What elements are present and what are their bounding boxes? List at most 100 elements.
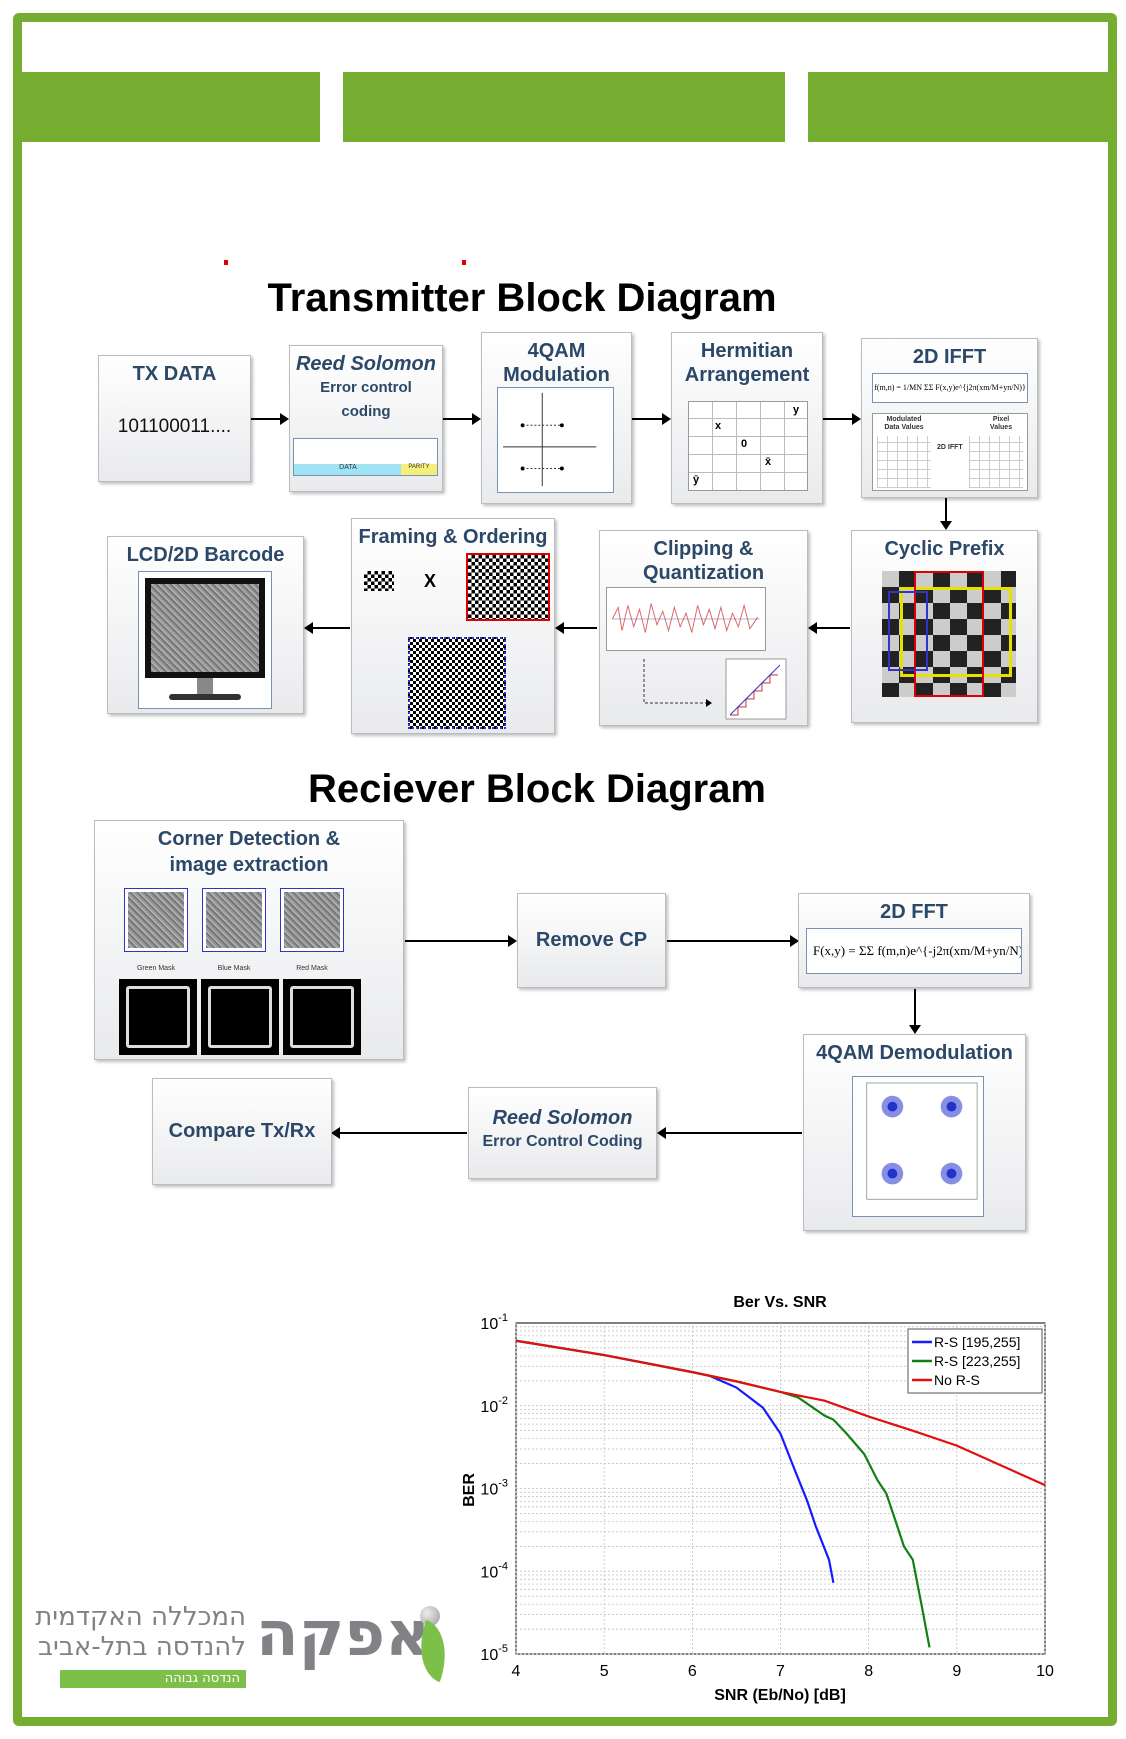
x-tick-label: 7 — [776, 1663, 785, 1680]
legend-label: R-S [195,255] — [934, 1334, 1020, 1350]
green-mask-image — [124, 888, 188, 952]
y-tick-label: 10-4 — [480, 1560, 508, 1581]
logo-brand: אפקה — [256, 1597, 431, 1670]
header-bar-center — [343, 72, 785, 142]
block-title: Quantization — [642, 562, 765, 584]
clipping-block: Clipping & Quantization — [599, 530, 808, 726]
tx-data-block: TX DATA 101100011.... — [98, 355, 251, 482]
framed-barcode-image — [466, 553, 550, 621]
fft-formula: F(x,y) = ΣΣ f(m,n)e^{-j2π(xm/M+yn/N)} — [806, 928, 1022, 974]
logo-line1: המכללה האקדמית — [35, 1602, 246, 1632]
parity-segment: PARITY — [401, 464, 437, 475]
flow-arrow — [555, 622, 597, 634]
cyclic-prefix-block: Cyclic Prefix — [851, 530, 1038, 723]
block-subtitle: coding — [341, 403, 391, 420]
mask-label: Red Mask — [296, 965, 328, 972]
red-mask-image — [280, 888, 344, 952]
logo-tagline: הנדסה גבוהה — [60, 1670, 246, 1688]
x-tick-label: 9 — [952, 1663, 961, 1680]
lcd-barcode-block: LCD/2D Barcode — [107, 536, 304, 714]
x-tick-label: 6 — [688, 1663, 697, 1680]
y-axis-label: BER — [461, 1473, 478, 1507]
flow-arrow — [443, 413, 481, 425]
flow-arrow — [657, 1127, 802, 1139]
legend-label: R-S [223,255] — [934, 1353, 1020, 1369]
grid-cell: 0 — [741, 438, 748, 450]
flow-arrow — [667, 935, 799, 947]
red-mark — [462, 260, 466, 265]
rx-reed-solomon-block: Reed Solomon Error Control Coding — [468, 1087, 657, 1179]
received-constellation-plot — [852, 1076, 984, 1217]
block-title: 4QAM — [527, 340, 586, 362]
grid-cell: x — [715, 420, 722, 432]
remove-cp-block: Remove CP — [517, 893, 666, 988]
header-bar-left — [20, 72, 320, 142]
mask-label: Green Mask — [136, 965, 176, 972]
reed-solomon-block: Reed Solomon Error control coding DATA P… — [289, 345, 443, 492]
block-subtitle: Error Control Coding — [482, 1133, 643, 1150]
grid-cell: x̄ — [765, 456, 772, 468]
multiply-sign: X — [424, 571, 437, 591]
corner-detection-block: Corner Detection & image extraction Gree… — [94, 820, 404, 1060]
y-tick-label: 10-3 — [480, 1478, 508, 1499]
flow-arrow-down — [940, 498, 952, 530]
block-title: TX DATA — [132, 363, 217, 385]
mask-label: Blue Mask — [217, 965, 251, 972]
hermitian-grid: x 0 x̄ y ȳ — [688, 401, 808, 491]
x-tick-label: 10 — [1036, 1663, 1054, 1680]
small-frame-image — [364, 571, 394, 591]
fft-block: 2D FFT F(x,y) = ΣΣ f(m,n)e^{-j2π(xm/M+yn… — [798, 893, 1030, 988]
header-bar-right — [808, 72, 1111, 142]
block-title: Framing & Ordering — [358, 526, 548, 548]
flow-arrow — [331, 1127, 467, 1139]
qam-demodulation-block: 4QAM Demodulation — [803, 1034, 1026, 1231]
y-tick-label: 10-1 — [480, 1312, 508, 1333]
blue-mask — [201, 979, 279, 1055]
mapping-label: 2D IFFT — [937, 444, 963, 451]
ifft-formula: f(m,n) = 1/MN ΣΣ F(x,y)e^{j2π(xm/M+yn/N)… — [872, 373, 1028, 403]
mapping-label: Pixel Values — [989, 416, 1013, 431]
chart-title: Ber Vs. SNR — [733, 1294, 827, 1311]
block-title: 2D FFT — [880, 901, 948, 923]
logo-line2: להנדסה בתל-אביב — [37, 1632, 246, 1662]
ifft-block: 2D IFFT f(m,n) = 1/MN ΣΣ F(x,y)e^{j2π(xm… — [861, 338, 1038, 498]
flow-arrow — [632, 413, 671, 425]
flow-arrow — [251, 413, 289, 425]
poster-frame — [13, 13, 1117, 1726]
red-mask — [283, 979, 361, 1055]
ordered-barcode-image — [408, 637, 506, 729]
grid-cell: ȳ — [693, 474, 700, 486]
block-title: 4QAM Demodulation — [816, 1042, 1013, 1064]
grid-cell: y — [793, 404, 800, 416]
legend-label: No R-S — [934, 1372, 980, 1388]
x-tick-label: 8 — [864, 1663, 873, 1680]
flow-arrow — [405, 935, 517, 947]
data-segment: DATA — [294, 464, 402, 475]
quantization-diagram — [643, 658, 787, 720]
mapping-label: Modulated Data Values — [884, 416, 924, 431]
framing-block: Framing & Ordering X — [351, 518, 555, 734]
block-title: Compare Tx/Rx — [168, 1120, 316, 1142]
block-title: Arrangement — [684, 364, 810, 386]
block-title: 2D IFFT — [912, 346, 987, 368]
flow-arrow — [823, 413, 861, 425]
constellation-diagram — [497, 387, 614, 493]
x-tick-label: 5 — [600, 1663, 609, 1680]
block-title: Reed Solomon — [492, 1107, 633, 1129]
y-tick-label: 10-2 — [480, 1395, 508, 1416]
flow-arrow — [808, 622, 850, 634]
red-mark — [224, 260, 228, 265]
y-tick-label: 10-5 — [480, 1643, 508, 1664]
cyclic-prefix-image — [882, 571, 1016, 697]
block-title: Clipping & — [653, 538, 754, 560]
x-axis-label: SNR (Eb/No) [dB] — [714, 1687, 846, 1704]
monitor-icon — [138, 571, 272, 709]
signal-plot — [606, 587, 766, 651]
flow-arrow-down — [909, 989, 921, 1034]
afeka-logo: המכללה האקדמית להנדסה בתל-אביב הנדסה גבו… — [35, 1597, 466, 1695]
block-title: Hermitian — [700, 340, 794, 362]
transmitter-title: Transmitter Block Diagram — [267, 276, 777, 320]
block-title: Corner Detection & — [157, 828, 341, 850]
series-line — [515, 1339, 1046, 1487]
